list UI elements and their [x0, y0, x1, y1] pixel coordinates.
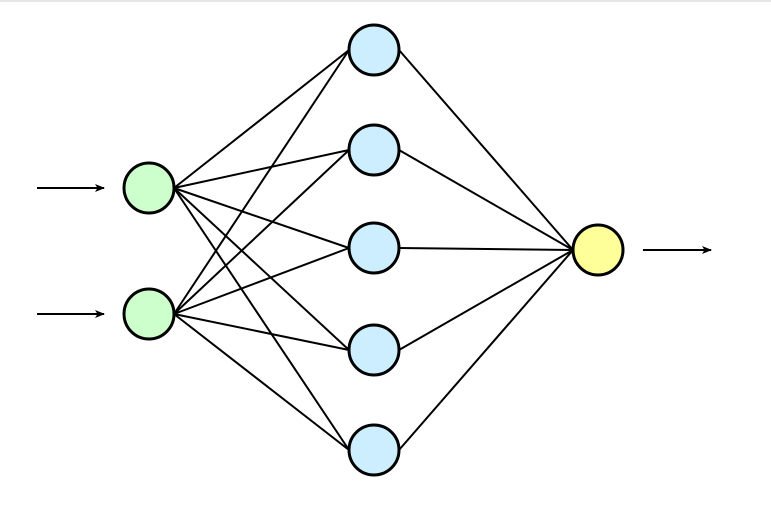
- connection-edge: [173, 187, 350, 351]
- connection-edge: [398, 249, 574, 351]
- hidden-node: [347, 23, 401, 77]
- hidden-node: [347, 221, 401, 275]
- connection-edge: [398, 149, 574, 251]
- connection-edge: [173, 149, 350, 315]
- hidden-node: [347, 323, 401, 377]
- connection-edge: [398, 249, 574, 451]
- connection-edge: [173, 313, 350, 351]
- connection-edge: [173, 187, 350, 249]
- connection-edge: [173, 247, 350, 315]
- nodes: [122, 23, 625, 477]
- connection-edge: [173, 149, 350, 189]
- hidden-node: [347, 423, 401, 477]
- connection-edge: [398, 247, 574, 251]
- hidden-node: [347, 123, 401, 177]
- connection-edge: [173, 49, 350, 315]
- input-node: [122, 287, 176, 341]
- connection-edge: [398, 49, 574, 251]
- connection-edge: [173, 187, 350, 451]
- connection-edge: [173, 313, 350, 451]
- input-node: [122, 161, 176, 215]
- connections: [173, 49, 574, 451]
- output-node: [571, 223, 625, 277]
- connection-edge: [173, 49, 350, 189]
- arrows: [37, 184, 712, 318]
